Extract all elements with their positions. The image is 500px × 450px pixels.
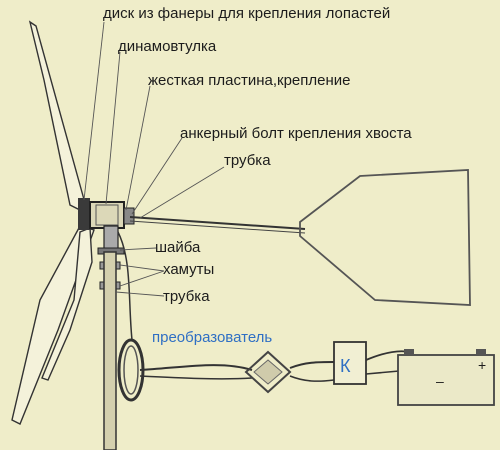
dynamo-hub-shape bbox=[89, 201, 125, 229]
rigid-plate-shape bbox=[123, 207, 135, 225]
label-plywood-disc: диск из фанеры для крепления лопастей bbox=[103, 5, 391, 22]
label-clamps: хамуты bbox=[163, 261, 215, 278]
plywood-disc-shape bbox=[78, 198, 90, 230]
leader-lines bbox=[83, 21, 225, 297]
blade-lower-left bbox=[11, 225, 95, 425]
label-battery-plus: + bbox=[478, 357, 487, 373]
wire-hub-to-coil bbox=[117, 231, 133, 341]
cable-coil bbox=[117, 338, 145, 402]
tail-fin bbox=[299, 169, 471, 306]
label-rigid-plate: жесткая пластина,крепление bbox=[148, 72, 351, 89]
label-dynamo-hub: динамовтулка bbox=[118, 38, 217, 55]
label-washer: шайба bbox=[155, 239, 201, 256]
wire-to-converter bbox=[139, 364, 253, 371]
controller-box bbox=[333, 341, 367, 385]
label-mast-tube: трубка bbox=[163, 288, 210, 305]
label-controller: К bbox=[340, 356, 351, 376]
wire-to-controller bbox=[289, 361, 335, 369]
converter-shape bbox=[244, 350, 292, 394]
tail-boom bbox=[129, 216, 306, 230]
mast bbox=[103, 251, 117, 450]
battery-shape bbox=[397, 354, 495, 406]
label-anchor-bolt: анкерный болт крепления хвоста bbox=[180, 125, 412, 142]
label-battery-minus: – bbox=[436, 373, 444, 389]
label-converter: преобразователь bbox=[152, 329, 273, 346]
blade-top bbox=[28, 20, 90, 216]
label-tail-tube: трубка bbox=[224, 152, 271, 169]
blade-lower-right bbox=[41, 226, 93, 381]
yaw-bracket bbox=[103, 225, 119, 251]
